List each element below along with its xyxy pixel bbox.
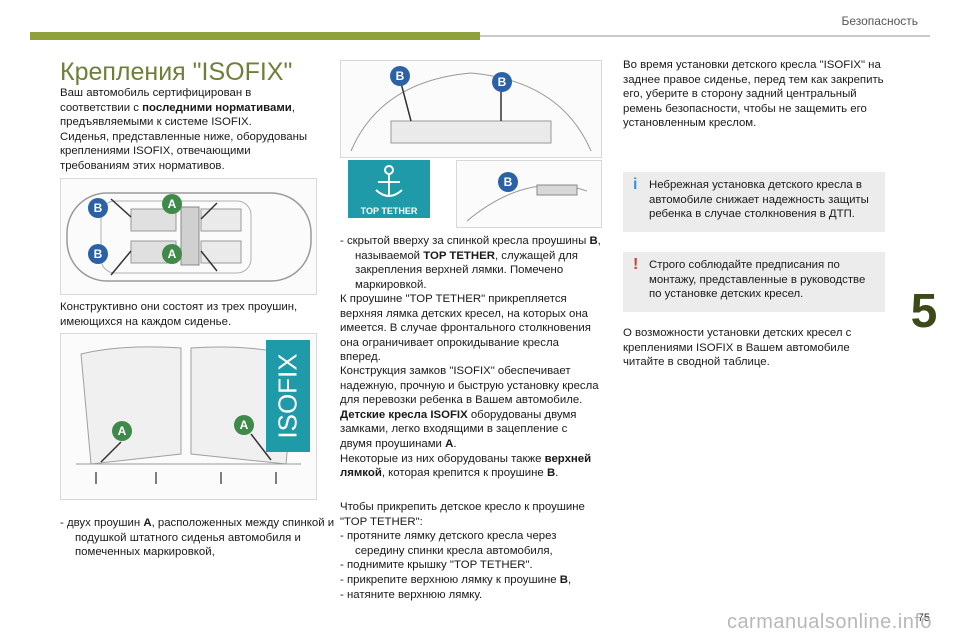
marker-a-left: A bbox=[111, 420, 133, 447]
anchor-icon bbox=[375, 165, 403, 197]
svg-text:A: A bbox=[240, 418, 249, 432]
header-accent-bar bbox=[30, 32, 480, 40]
warning-note: ! Строго соблюдайте предписания по монта… bbox=[623, 252, 885, 312]
warning-icon: ! bbox=[633, 256, 639, 273]
svg-text:A: A bbox=[168, 197, 177, 211]
chapter-number: 5 bbox=[910, 285, 938, 338]
car-topview-illustration: B B A A bbox=[60, 178, 317, 295]
marker-a-top: A bbox=[161, 193, 183, 220]
attach-instructions: Чтобы прикрепить детское кресло к проуши… bbox=[340, 500, 602, 602]
info-icon: i bbox=[633, 176, 638, 193]
tether-paragraph: К проушине "TOP TETHER" прикрепляется ве… bbox=[340, 293, 591, 364]
top-tether-label: TOP TETHER bbox=[360, 206, 418, 216]
headrest-paragraph: Во время установки детского кресла "ISOF… bbox=[623, 59, 884, 130]
marker-b-2: B bbox=[491, 71, 513, 98]
isofix-badge: ISOFIX bbox=[266, 340, 310, 452]
marker-b-3: B bbox=[497, 171, 519, 198]
struct-paragraph: Конструктивно они состоят из трех проуши… bbox=[60, 301, 298, 328]
svg-text:B: B bbox=[504, 175, 513, 189]
marker-b-1: B bbox=[389, 65, 411, 92]
step-3: - прикрепите верхнюю лямку к проушине B, bbox=[340, 573, 572, 586]
page-number: 75 bbox=[917, 612, 930, 624]
closing-paragraph: О возможности установки детских кресел с… bbox=[623, 327, 852, 369]
attach-intro: Чтобы прикрепить детское кресло к проуши… bbox=[340, 501, 585, 528]
intro-paragraph: Ваш автомобиль сертифицирован в соответс… bbox=[60, 87, 308, 172]
step-4: - натяните верхнюю лямку. bbox=[340, 588, 483, 601]
svg-text:A: A bbox=[168, 247, 177, 261]
seat-top-icon bbox=[350, 72, 592, 152]
bullet-a: - двух проушин A, расположенных между сп… bbox=[60, 517, 335, 559]
locks-paragraph: Конструкция замков "ISOFIX" обеспечивает… bbox=[340, 365, 599, 480]
info-note-text: Небрежная установка детского кресла в ав… bbox=[649, 179, 869, 221]
svg-text:B: B bbox=[94, 247, 103, 261]
marker-a-bottom: A bbox=[161, 243, 183, 270]
tether-hook-illustration: B bbox=[456, 160, 602, 228]
info-note: i Небрежная установка детского кресла в … bbox=[623, 172, 885, 232]
warning-note-text: Строго соблюдайте предписания по монтажу… bbox=[649, 259, 866, 301]
section-title: Безопасность bbox=[841, 14, 918, 28]
page-title: Крепления "ISOFIX" bbox=[60, 58, 293, 86]
step-1: - протяните лямку детского кресла через … bbox=[340, 530, 557, 557]
svg-text:B: B bbox=[498, 75, 507, 89]
watermark: carmanualsonline.info bbox=[726, 611, 932, 633]
seat-top-illustration: B B bbox=[340, 60, 602, 158]
marker-b-top: B bbox=[87, 197, 109, 224]
svg-text:B: B bbox=[94, 201, 103, 215]
svg-text:B: B bbox=[396, 69, 405, 83]
header-rule bbox=[480, 35, 930, 37]
bullet-b: - скрытой вверху за спинкой кресла проуш… bbox=[340, 235, 601, 291]
tether-hook-icon bbox=[466, 184, 588, 222]
svg-text:A: A bbox=[118, 424, 127, 438]
car-topview-icon bbox=[66, 192, 312, 282]
step-2: - поднимите крышку "TOP TETHER". bbox=[340, 559, 533, 572]
top-tether-badge: TOP TETHER bbox=[348, 160, 430, 218]
marker-a-right: A bbox=[233, 414, 255, 441]
marker-b-bottom: B bbox=[87, 243, 109, 270]
